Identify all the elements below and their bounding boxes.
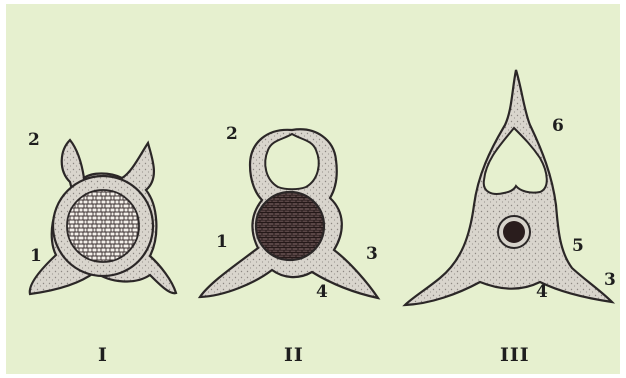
- figure-II-label-2: 2: [226, 126, 238, 143]
- figure-II-central-cylinder: [256, 192, 324, 260]
- figure-III-label-6: 6: [552, 118, 564, 135]
- figure-II-drawing: [200, 129, 378, 298]
- figure-I-drawing: [30, 140, 176, 294]
- figure-III-label-4: 4: [536, 284, 548, 301]
- figure-III-label-3: 3: [604, 272, 616, 289]
- figure-III-drawing: [405, 70, 612, 305]
- figure-II-cavity: [265, 134, 319, 189]
- figure-III-central-bundle: [503, 221, 525, 243]
- figure-I-core: [67, 190, 139, 262]
- figure-II-label-3: 3: [366, 246, 378, 263]
- figure-II-caption: II: [284, 346, 304, 365]
- figure-III-cavity: [484, 128, 547, 194]
- figure-I-label-2: 2: [28, 132, 40, 149]
- figure-III-label-5: 5: [572, 238, 584, 255]
- figure-I-label-1: 1: [30, 248, 42, 265]
- figure-I-caption: I: [98, 346, 108, 365]
- figure-II-label-4: 4: [316, 284, 328, 301]
- figure-II-label-1: 1: [216, 234, 228, 251]
- figure-III-caption: III: [500, 346, 530, 365]
